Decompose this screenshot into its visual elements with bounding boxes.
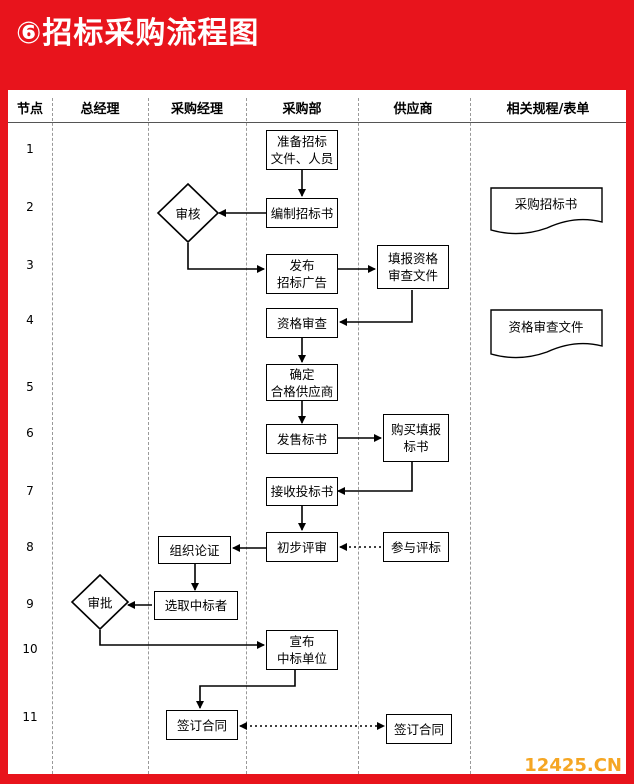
announce-winner-box: 宣布 中标单位: [266, 630, 338, 670]
header-general-manager: 总经理: [80, 102, 120, 117]
approve-diamond: [70, 573, 130, 631]
watermark: 12425.CN: [524, 755, 622, 776]
node-number: 11: [22, 710, 38, 724]
sell-bid-box: 发售标书: [266, 424, 338, 454]
header-purchase-dept: 采购部: [282, 102, 322, 117]
compile-box: 编制招标书: [266, 198, 338, 228]
receive-bid-box: 接收投标书: [266, 477, 338, 506]
column-divider: [246, 98, 248, 774]
node-number: 1: [26, 142, 34, 156]
node-number: 6: [26, 426, 34, 440]
fill-qualification-box: 填报资格 审查文件: [377, 245, 449, 289]
review-label: 审核: [175, 206, 201, 222]
header-purchase-manager: 采购经理: [170, 102, 224, 117]
qualification-document-label: 资格审查文件: [508, 319, 584, 335]
sign-contract-supplier-box: 签订合同: [386, 714, 452, 744]
prepare-box: 准备招标 文件、人员: [266, 130, 338, 170]
review-diamond: [156, 182, 220, 244]
organize-argument-box: 组织论证: [158, 536, 231, 564]
node-number: 10: [22, 642, 38, 656]
select-winner-box: 选取中标者: [154, 591, 238, 620]
node-number: 3: [26, 258, 34, 272]
header-supplier: 供应商: [393, 102, 433, 117]
page-title: ⑥招标采购流程图: [16, 16, 260, 51]
preliminary-review-box: 初步评审: [266, 532, 338, 562]
column-divider: [148, 98, 150, 774]
header-node: 节点: [16, 102, 44, 117]
header-divider: [8, 122, 626, 123]
node-number: 8: [26, 540, 34, 554]
column-divider: [470, 98, 472, 774]
node-number: 2: [26, 200, 34, 214]
bid-document-label: 采购招标书: [514, 196, 578, 212]
qualification-document-shape: [490, 309, 603, 359]
node-number: 4: [26, 313, 34, 327]
column-divider: [52, 98, 54, 774]
approve-label: 审批: [87, 595, 113, 611]
confirm-supplier-box: 确定 合格供应商: [266, 364, 338, 401]
column-divider: [358, 98, 360, 774]
buy-fill-bid-box: 购买填报 标书: [383, 414, 449, 462]
node-number: 7: [26, 484, 34, 498]
header-documents: 相关规程/表单: [506, 102, 590, 117]
bid-document-shape: [490, 187, 603, 235]
publish-box: 发布 招标广告: [266, 254, 338, 294]
qualification-review-box: 资格审查: [266, 308, 338, 338]
sign-contract-pm-box: 签订合同: [166, 710, 238, 740]
node-number: 9: [26, 597, 34, 611]
node-number: 5: [26, 380, 34, 394]
join-evaluation-box: 参与评标: [383, 532, 449, 562]
